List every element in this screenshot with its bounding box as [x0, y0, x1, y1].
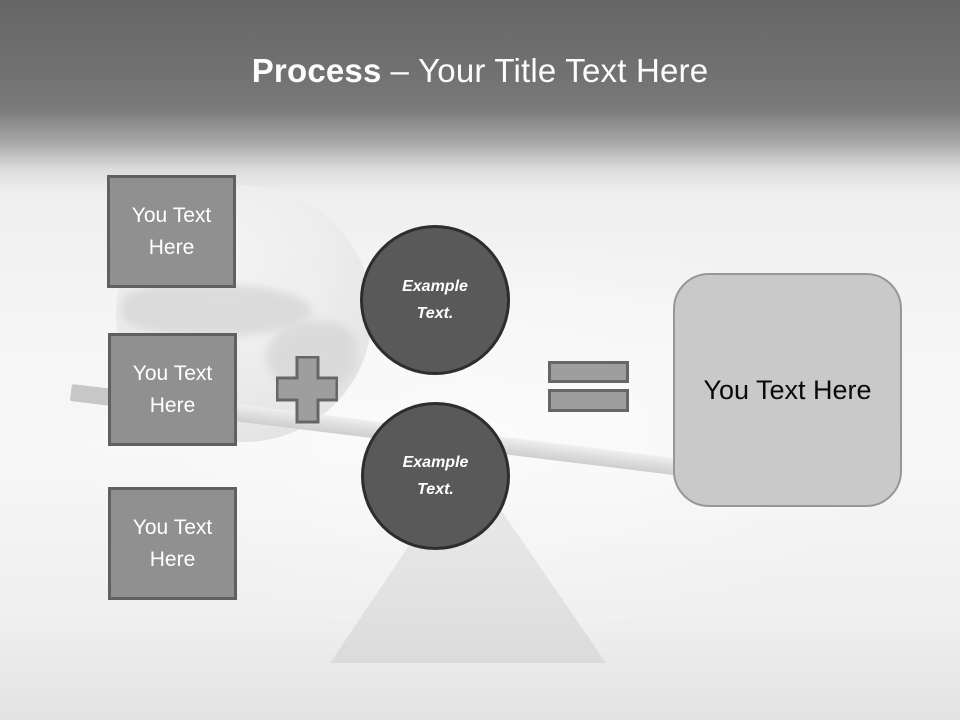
left-text-box-label: You Text Here [132, 516, 213, 571]
left-text-box-label: You Text Here [131, 204, 212, 259]
result-box-label: You Text Here [703, 374, 872, 405]
seesaw-beam-end [69, 384, 112, 406]
title-subtitle: Your Title Text Here [418, 52, 709, 89]
plus-icon [275, 355, 339, 424]
example-circle-label: Example Text. [402, 453, 469, 498]
left-text-box-label: You Text Here [132, 362, 213, 417]
title-keyword: Process [251, 52, 382, 89]
result-box: You Text Here [673, 273, 902, 507]
example-circle-2: Example Text. [361, 402, 510, 550]
equals-icon [548, 389, 629, 412]
equals-icon [548, 361, 629, 383]
example-circle-1: Example Text. [360, 225, 510, 375]
left-text-box-3: You Text Here [108, 487, 237, 600]
title-separator: – [390, 52, 410, 89]
globe-continent [122, 284, 312, 336]
left-text-box-1: You Text Here [107, 175, 236, 288]
example-circle-label: Example Text. [402, 277, 468, 322]
left-text-box-2: You Text Here [108, 333, 237, 446]
slide-title: Process–Your Title Text Here [0, 52, 960, 90]
